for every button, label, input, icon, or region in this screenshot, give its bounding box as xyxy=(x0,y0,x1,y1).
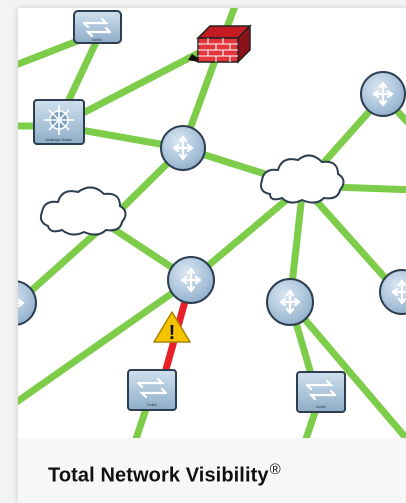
cloud-icon xyxy=(39,186,127,236)
svg-text:!: ! xyxy=(169,322,176,344)
svg-text:Switch: Switch xyxy=(147,403,157,407)
router-icon xyxy=(266,278,314,326)
svg-text:Switch: Switch xyxy=(316,405,326,409)
card-title[interactable]: Total Network Visibility® xyxy=(48,461,281,488)
multilayer-switch-icon: Multilayer Switch xyxy=(33,99,85,145)
link xyxy=(286,298,406,442)
warning-icon: ! xyxy=(153,311,191,344)
registered-mark: ® xyxy=(269,461,281,478)
cloud-icon xyxy=(260,154,345,204)
switch-icon: Switch xyxy=(73,10,122,44)
link xyxy=(19,220,110,302)
svg-text:Switch: Switch xyxy=(92,38,102,42)
card-title-text: Total Network Visibility xyxy=(48,464,269,487)
router-icon xyxy=(360,71,406,117)
network-diagram: Switch Switch Switch Multilayer Switch xyxy=(18,8,406,452)
card-caption: Total Network Visibility® xyxy=(18,438,406,503)
link xyxy=(18,276,195,406)
link xyxy=(187,182,307,284)
router-icon xyxy=(18,280,37,326)
router-icon xyxy=(379,269,406,315)
svg-text:Multilayer Switch: Multilayer Switch xyxy=(46,138,72,142)
switch-icon: Switch xyxy=(296,371,346,413)
router-icon xyxy=(160,125,206,171)
router-icon xyxy=(167,256,215,304)
feature-card[interactable]: Switch Switch Switch Multilayer Switch xyxy=(18,8,406,503)
link xyxy=(299,182,400,294)
firewall-icon xyxy=(188,24,252,64)
switch-icon: Switch xyxy=(127,369,177,411)
